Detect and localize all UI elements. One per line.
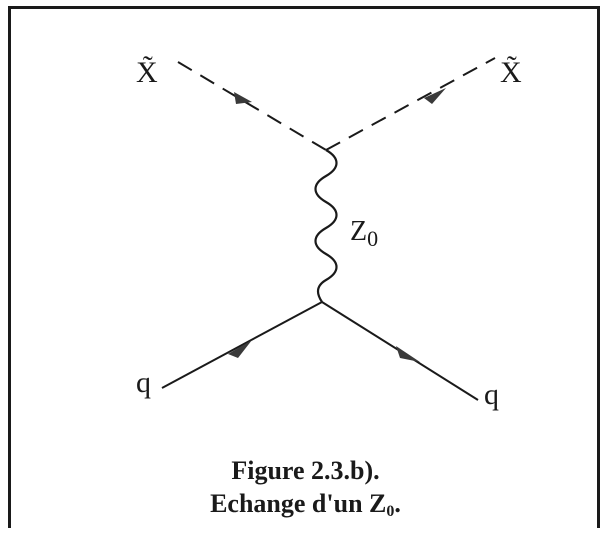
caption-line-2-tail: . (394, 489, 401, 518)
incoming-q-line (161, 301, 323, 389)
incoming-q-arrow (228, 340, 252, 358)
figure-frame (8, 6, 600, 528)
outgoing-x-label: X̃ (500, 56, 522, 89)
incoming-x-label: X̃ (136, 56, 158, 89)
caption-line-2-sub: 0 (386, 503, 395, 520)
outgoing-x-line (325, 57, 496, 151)
caption-line-2: Echange d'un Z0. (0, 488, 611, 528)
outgoing-x-arrow (424, 88, 446, 104)
z0-label-sub: 0 (367, 226, 378, 251)
outgoing-q-arrow (396, 346, 420, 362)
incoming-q-label: q (136, 366, 151, 399)
caption-line-1: Figure 2.3.b). (231, 456, 380, 485)
z0-propagator (314, 149, 338, 303)
incoming-x-line (177, 61, 327, 151)
z0-label-main: Z (350, 216, 367, 247)
z0-label: Z0 (350, 216, 378, 251)
outgoing-q-label: q (484, 378, 499, 411)
caption-line-2-main: Echange d'un Z (210, 489, 387, 518)
incoming-x-arrow (234, 92, 252, 104)
